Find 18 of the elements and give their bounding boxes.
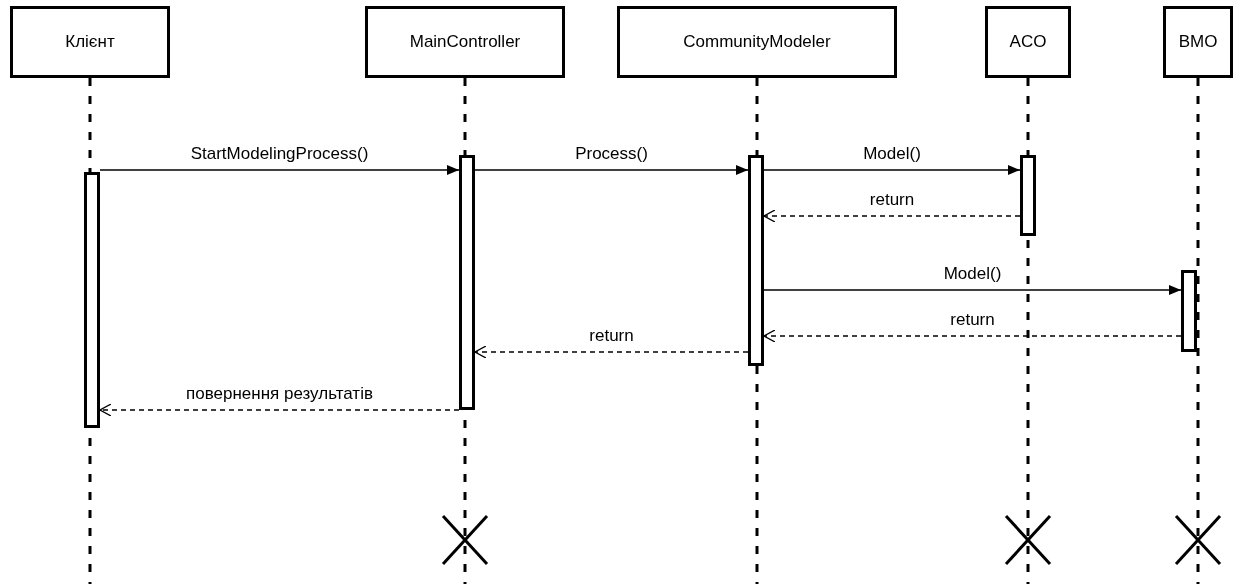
message-arrow bbox=[763, 165, 1021, 175]
lifeline-head-box: CommunityModeler bbox=[617, 6, 897, 78]
activation-bar bbox=[1181, 270, 1197, 352]
lifeline-head-box: Клієнт bbox=[10, 6, 170, 78]
message-arrow bbox=[99, 165, 460, 175]
message-arrow bbox=[763, 329, 1182, 343]
lifeline-head-box: MainController bbox=[365, 6, 565, 78]
lifeline-head-box: BMO bbox=[1163, 6, 1233, 78]
message-arrow bbox=[474, 165, 749, 175]
lifeline-head-box: ACO bbox=[985, 6, 1071, 78]
activation-bar bbox=[1020, 155, 1036, 236]
activation-bar bbox=[84, 172, 100, 428]
activation-bar bbox=[748, 155, 764, 366]
message-arrow bbox=[474, 345, 749, 359]
message-arrow bbox=[99, 403, 460, 417]
message-arrow bbox=[763, 209, 1021, 223]
activation-bar bbox=[459, 155, 475, 410]
message-arrow bbox=[763, 285, 1182, 295]
